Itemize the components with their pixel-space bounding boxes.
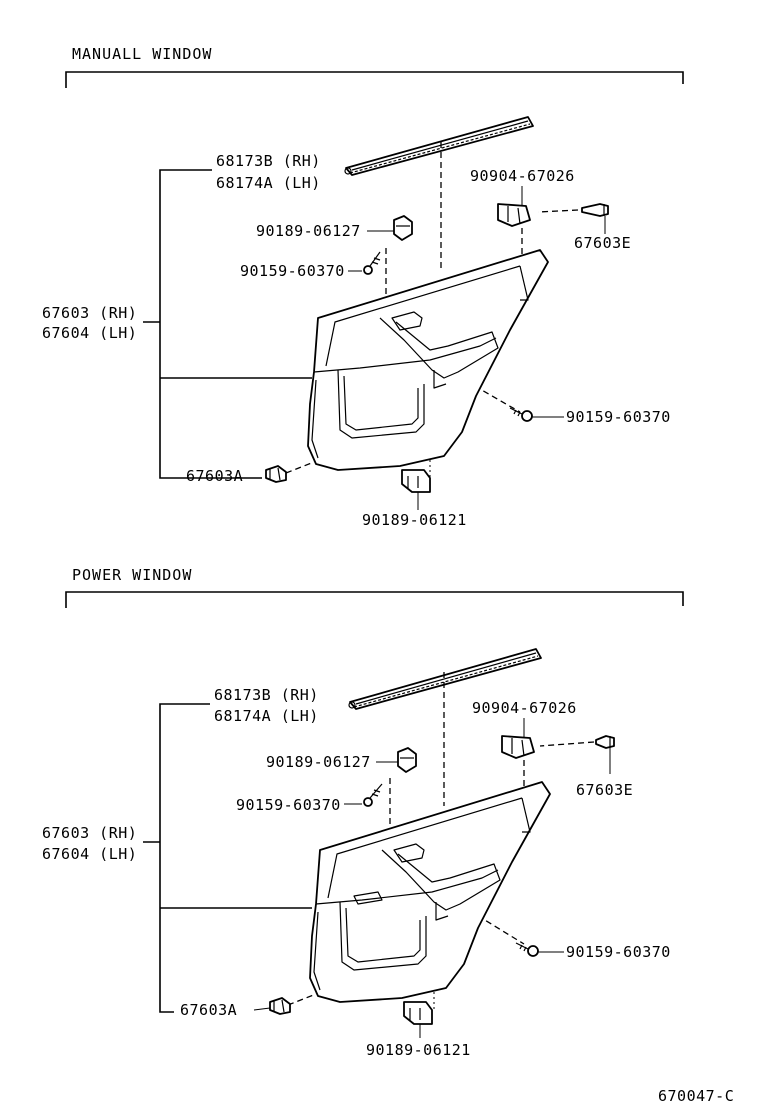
section-bracket-line (65, 591, 684, 608)
bracket-icon (501, 735, 535, 759)
assembly-line (285, 461, 315, 474)
label-pin: 67603E (576, 781, 633, 799)
label-screw-right: 90159-60370 (566, 408, 671, 426)
screw-top-icon (363, 251, 381, 275)
screw-right-icon (509, 407, 533, 422)
door-trim-panel (309, 781, 551, 1003)
label-weatherstrip-rh: 68173B (RH) (216, 152, 321, 170)
door-weatherstrip (348, 648, 542, 710)
label-panel-lh: 67604 (LH) (42, 845, 137, 863)
fastener-icon (265, 465, 287, 483)
assembly-line (287, 993, 317, 1006)
section-power-window: POWER WINDOW (42, 566, 684, 1059)
label-clip-bottom: 90189-06121 (366, 1041, 471, 1059)
label-screw-top: 90159-60370 (240, 262, 345, 280)
label-clip-top: 90189-06127 (256, 222, 361, 240)
assembly-line (539, 741, 595, 747)
clip-bottom-icon (403, 1001, 433, 1025)
label-screw-right: 90159-60370 (566, 943, 671, 961)
assembly-line (537, 209, 579, 213)
label-bracket: 90904-67026 (472, 699, 577, 717)
screw-top-icon (363, 783, 383, 807)
section-title: MANUALL WINDOW (72, 45, 212, 63)
section-title: POWER WINDOW (72, 566, 192, 584)
bracket-icon (497, 203, 531, 227)
label-clip-bottom: 90189-06121 (362, 511, 467, 529)
leader-line (253, 1007, 271, 1011)
figure-code: 670047-C (658, 1087, 734, 1105)
door-weatherstrip (344, 116, 534, 176)
leader-bracket (159, 703, 210, 1013)
label-pin: 67603E (574, 234, 631, 252)
label-weatherstrip-lh: 68174A (LH) (214, 707, 319, 725)
clip-top-icon (393, 215, 413, 241)
label-fastener: 67603A (180, 1001, 237, 1019)
leader-bracket (159, 169, 262, 479)
label-panel-lh: 67604 (LH) (42, 324, 137, 342)
pin-icon (581, 203, 609, 217)
clip-bottom-icon (401, 469, 431, 493)
label-screw-top: 90159-60370 (236, 796, 341, 814)
door-trim-panel (307, 249, 549, 471)
clip-top-icon (397, 747, 417, 773)
label-panel-rh: 67603 (RH) (42, 304, 137, 322)
label-weatherstrip-rh: 68173B (RH) (214, 686, 319, 704)
label-bracket: 90904-67026 (470, 167, 575, 185)
screw-right-icon (515, 942, 539, 957)
label-weatherstrip-lh: 68174A (LH) (216, 174, 321, 192)
label-fastener: 67603A (186, 467, 243, 485)
pin-icon (595, 735, 615, 749)
label-clip-top: 90189-06127 (266, 753, 371, 771)
label-panel-rh: 67603 (RH) (42, 824, 137, 842)
fastener-icon (269, 997, 291, 1015)
section-manual-window: MANUALL WINDOW (42, 45, 684, 529)
section-bracket-line (65, 71, 684, 88)
